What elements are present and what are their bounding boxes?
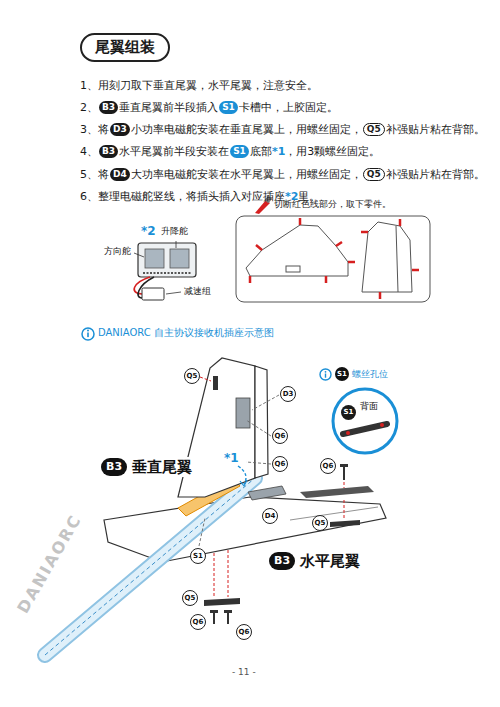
section-title: 尾翼组装 [80,33,170,62]
part-callout: S1 [190,548,206,564]
node-text: Q6 [275,433,286,440]
inline-badge: S1 [219,101,238,114]
part-heading: B3 水平尾翼 [266,551,363,571]
step-text: 1、用刻刀取下垂直尾翼，水平尾翼，注意安全。 [80,79,318,93]
step-text: 3、将D3小功率电磁舵安装在垂直尾翼上，用螺丝固定，Q5补强贴片粘在背部。 [80,123,485,137]
detail-heading: S1螺丝孔位 [318,366,389,382]
node-text: Q5 [185,595,196,602]
cut-note: 切断红色线部分，取下零件。 [274,199,391,210]
inline-badge: B3 [99,145,118,158]
inline-badge: *1 [272,145,285,158]
node-heading: 水平尾翼 [300,552,360,570]
node-text: Q6 [275,461,286,468]
node-text: Q6 [323,463,334,470]
detail-circle-outline [331,387,399,455]
page-number: - 11 - [232,667,256,678]
part-callout: Q6 [272,428,288,444]
callout-number: *2 [141,224,156,239]
part-callout: D3 [280,386,296,402]
inline-badge: B3 [99,101,118,114]
tail-assembly [45,358,386,655]
node-text: S1 [193,553,203,560]
step-text: 2、B3垂直尾翼前半段插入S1卡槽中，上胶固定。 [80,101,338,115]
part-name: 升降舵 [161,226,188,237]
part-heading: B3 垂直尾翼 [98,457,195,477]
part-callout: Q6 [272,456,288,472]
info-note: DANIAORC 自主协议接收机插座示意图 [98,327,274,340]
node-text: Q6 [193,619,204,626]
node-text: Q6 [239,629,250,636]
node-text: D4 [265,513,276,520]
part-callout: D4 [262,508,278,524]
part-callout: Q5 [312,515,328,531]
step-text: 5、将D4大功率电磁舵安装在水平尾翼上，用螺丝固定，Q5补强贴片粘在背部。 [80,168,485,182]
node-text: B3 [269,552,295,569]
info-icon [319,368,332,381]
part-name: 减速组 [184,286,211,297]
callout-number: *1 [224,451,239,466]
step-text: 4、B3水平尾翼前半段安装在S1底部*1，用3颗螺丝固定。 [80,145,380,159]
node-heading: 垂直尾翼 [132,458,192,476]
node-text: 背面 [360,401,378,412]
part-callout: Q6 [236,624,252,640]
node-heading: 螺丝孔位 [352,368,388,381]
node-text: Q5 [187,373,198,380]
watermark: DANIAORC [13,511,86,617]
info-icon [82,328,94,340]
part-name: 方向舵 [104,246,131,257]
node-text: D3 [283,391,294,398]
part-callout: Q5 [184,368,200,384]
node-text: B3 [101,458,127,475]
detail-circle: 背面 S1 [331,387,399,455]
part-callout: Q5 [182,590,198,606]
cut-sheet [236,195,430,302]
inline-badge: Q5 [363,123,385,136]
inline-badge: D3 [110,123,130,136]
inline-badge: Q5 [363,168,385,181]
inline-badge: S1 [230,145,249,158]
node-text: Q5 [315,520,326,527]
node-text: S1 [335,367,349,381]
part-callout: S1 [341,405,356,420]
part-callout: Q6 [190,614,206,630]
inline-badge: D4 [110,168,130,181]
node-text: S1 [344,409,354,416]
part-callout: Q6 [320,458,336,474]
